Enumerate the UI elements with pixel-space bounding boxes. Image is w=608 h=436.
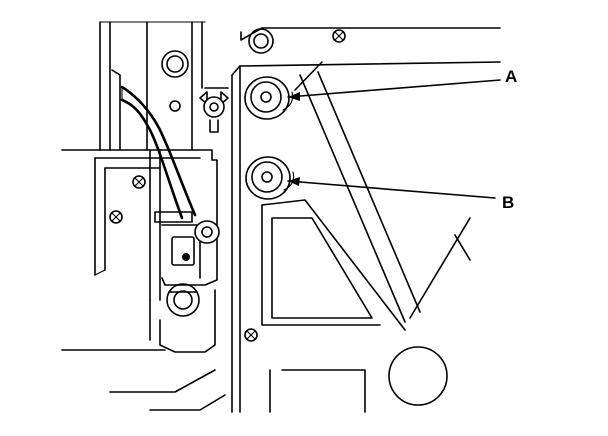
main-plate bbox=[231, 27, 501, 413]
cable-with-ring-terminal bbox=[120, 85, 220, 244]
leader-line-b bbox=[287, 177, 496, 199]
leader-line-a bbox=[287, 79, 501, 101]
lower-left-housing bbox=[61, 149, 226, 411]
callout-label-a: A bbox=[505, 67, 517, 86]
bolt-b bbox=[245, 156, 295, 200]
left-frame-rails bbox=[99, 21, 229, 151]
callout-label-b: B bbox=[502, 193, 514, 212]
bolt-a bbox=[244, 76, 294, 120]
left-fasteners bbox=[109, 50, 229, 317]
